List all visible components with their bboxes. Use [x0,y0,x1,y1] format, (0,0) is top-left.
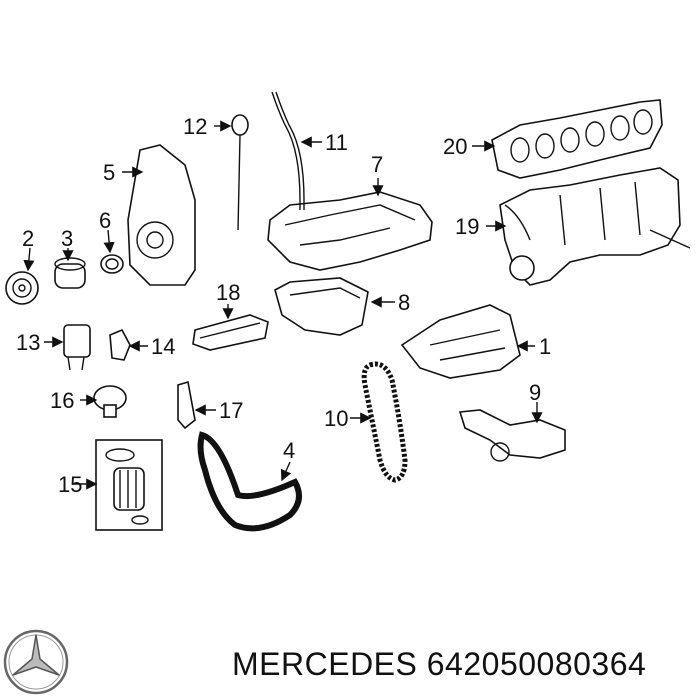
brand-name: MERCEDES [232,646,418,682]
part-3-seal [54,257,86,289]
callout-3: 3 [61,226,73,251]
part-16-valve [93,385,127,418]
callout-8: 8 [398,290,410,315]
leader-lines [23,120,543,490]
part-19-intake-manifold [499,167,691,286]
callout-20: 20 [443,134,467,159]
part-14-gasket [109,328,131,361]
callout-labels: 1 2 3 4 5 6 7 8 9 10 11 12 13 14 15 16 1… [16,114,551,497]
part-13-sensor [63,324,91,371]
callout-7: 7 [371,152,383,177]
callout-9: 9 [529,380,541,405]
callout-18: 18 [216,280,240,305]
part-1-cover [400,304,521,379]
part-7-oil-pan-upper [267,191,433,271]
part-12-dipstick [231,114,249,231]
callout-16: 16 [50,388,74,413]
brand-caption: MERCEDES 642050080364 [232,646,646,683]
callout-14: 14 [151,334,175,359]
callout-17: 17 [219,398,243,423]
callout-6: 6 [99,208,111,233]
callout-10: 10 [324,406,348,431]
callout-15: 15 [58,472,82,497]
callout-12: 12 [183,114,207,139]
callout-2: 2 [22,226,34,251]
part-number: 642050080364 [426,646,647,682]
part-15-oil-filter-kit [95,439,163,531]
part-8-oil-pan-lower [274,277,369,336]
mercedes-star-icon [3,629,69,695]
callout-19: 19 [455,214,479,239]
part-2-pulley [5,271,39,305]
callout-4: 4 [283,438,295,463]
part-6-seal-ring [100,254,124,274]
callout-13: 13 [16,330,40,355]
part-10-timing-chain [361,361,408,483]
part-9-oil-pump [458,409,566,462]
part-4-belt [197,431,302,532]
part-18-oil-cooler [192,314,269,351]
callout-5: 5 [103,160,115,185]
part-17-bracket [177,380,196,430]
part-11-dipstick-tube [271,91,301,210]
callout-11: 11 [325,130,348,155]
part-5-timing-cover [127,144,196,286]
part-20-intake-gasket [491,99,663,179]
callout-1: 1 [539,334,551,359]
